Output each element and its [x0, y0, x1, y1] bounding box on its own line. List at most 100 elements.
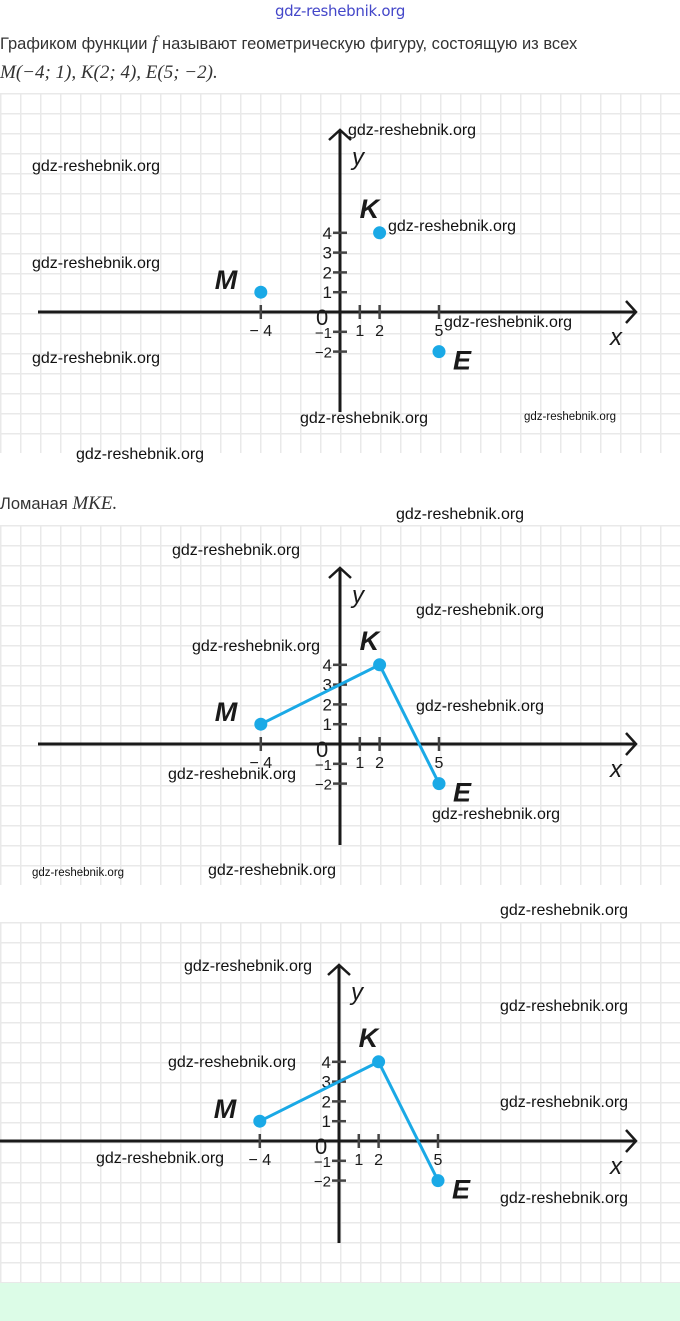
x-axis-arrow-icon — [625, 732, 638, 756]
y-tick-label: −1 — [315, 325, 332, 342]
polyline-caption: Ломаная MKE. — [0, 493, 117, 515]
point-label-m: M — [215, 265, 238, 295]
footer-strip — [0, 1283, 680, 1321]
y-tick-label: 2 — [322, 1092, 331, 1111]
y-tick-label: 1 — [322, 1112, 331, 1131]
intro-text: Графиком функции — [0, 35, 148, 53]
watermark: gdz-reshebnik.org — [96, 1150, 225, 1167]
site-link[interactable]: gdz-reshebnik.org — [274, 2, 406, 20]
y-tick-label: 4 — [322, 1053, 331, 1072]
y-axis-arrow-icon — [328, 128, 352, 141]
x-axis-label: x — [609, 324, 623, 351]
point-e — [432, 345, 446, 359]
point-m — [253, 1114, 267, 1128]
watermark: gdz-reshebnik.org — [168, 766, 297, 783]
y-axis-arrow-icon — [327, 963, 351, 976]
polyline-label: Ломаная — [0, 495, 68, 513]
y-tick-label: −2 — [314, 1174, 331, 1191]
watermark: gdz-reshebnik.org — [348, 122, 477, 139]
point-label-k: K — [359, 1023, 381, 1053]
point-label-m: M — [214, 1094, 237, 1124]
y-tick-label: −2 — [315, 777, 332, 794]
watermark: gdz-reshebnik.org — [32, 255, 161, 272]
point-label-k: K — [360, 194, 382, 224]
y-tick-label: 4 — [323, 656, 332, 675]
y-tick-label: −1 — [315, 757, 332, 774]
y-axis-label: y — [350, 582, 366, 609]
intro-paragraph: Графиком функции f называют геометрическ… — [0, 33, 577, 55]
watermark: gdz-reshebnik.org — [300, 410, 429, 427]
watermark: gdz-reshebnik.org — [32, 158, 161, 175]
point-k — [373, 658, 387, 672]
origin-label: 0 — [316, 737, 328, 762]
polyline-formula: MKE. — [72, 493, 118, 514]
watermark: gdz-reshebnik.org — [500, 998, 629, 1015]
watermark: gdz-reshebnik.org — [192, 638, 321, 655]
watermark: gdz-reshebnik.org — [500, 1190, 629, 1207]
point-m — [254, 285, 268, 299]
y-axis-arrow-icon — [328, 566, 352, 579]
watermark: gdz-reshebnik.org — [524, 411, 617, 423]
x-tick-label: 2 — [374, 1152, 383, 1169]
y-tick-label: 3 — [323, 676, 332, 695]
x-tick-label: 5 — [434, 1152, 443, 1169]
watermark: gdz-reshebnik.org — [500, 1094, 629, 1111]
point-label-e: E — [452, 1175, 471, 1205]
y-tick-label: 4 — [323, 224, 332, 243]
watermark: gdz-reshebnik.org — [432, 806, 561, 823]
x-tick-label: 2 — [375, 755, 384, 772]
x-axis-arrow-icon — [625, 300, 638, 324]
watermark: gdz-reshebnik.org — [388, 218, 517, 235]
point-k — [373, 226, 387, 240]
points-formula: M(−4; 1), K(2; 4), E(5; −2). — [0, 62, 218, 83]
x-tick-label: 1 — [355, 755, 364, 772]
y-tick-label: 3 — [322, 1073, 331, 1092]
watermark: gdz-reshebnik.org — [172, 542, 301, 559]
watermark: gdz-reshebnik.org — [32, 867, 125, 879]
watermark: gdz-reshebnik.org — [444, 314, 573, 331]
polyline-mke — [259, 1059, 440, 1182]
watermark: gdz-reshebnik.org — [168, 1054, 297, 1071]
x-tick-label: 2 — [375, 323, 384, 340]
point-e — [431, 1174, 445, 1188]
y-tick-label: 3 — [323, 244, 332, 263]
x-axis-label: x — [609, 756, 623, 783]
watermark: gdz-reshebnik.org — [32, 350, 161, 367]
point-m — [254, 717, 268, 731]
point-label-k: K — [360, 626, 382, 656]
x-tick-label: 5 — [435, 323, 444, 340]
point-label-e: E — [453, 778, 472, 808]
point-e — [432, 777, 446, 791]
y-tick-label: 1 — [323, 715, 332, 734]
point-k — [372, 1055, 386, 1069]
y-tick-label: −2 — [315, 345, 332, 362]
watermark: gdz-reshebnik.org — [396, 506, 525, 523]
y-axis-label: y — [349, 979, 365, 1006]
point-label-m: M — [215, 697, 238, 727]
origin-label: 0 — [315, 1134, 327, 1159]
watermark: gdz-reshebnik.org — [76, 446, 205, 463]
watermark: gdz-reshebnik.org — [416, 698, 545, 715]
watermark: gdz-reshebnik.org — [184, 958, 313, 975]
y-tick-label: 1 — [323, 283, 332, 302]
x-tick-label: 1 — [354, 1152, 363, 1169]
x-axis-label: x — [609, 1153, 623, 1180]
x-tick-label: 1 — [355, 323, 364, 340]
x-axis-arrow-icon — [625, 1129, 638, 1153]
origin-label: 0 — [316, 305, 328, 330]
y-tick-label: −1 — [314, 1154, 331, 1171]
watermark: gdz-reshebnik.org — [208, 862, 337, 879]
x-tick-label: 5 — [435, 755, 444, 772]
intro-text-rest: называют геометрическую фигуру, состоящу… — [162, 35, 578, 53]
function-symbol: f — [152, 33, 158, 54]
y-tick-label: 2 — [323, 695, 332, 714]
y-tick-label: 2 — [323, 263, 332, 282]
watermark: gdz-reshebnik.org — [500, 902, 629, 919]
x-tick-label: − 4 — [249, 755, 272, 772]
y-axis-label: y — [350, 144, 366, 171]
watermark: gdz-reshebnik.org — [416, 602, 545, 619]
x-tick-label: − 4 — [249, 323, 272, 340]
